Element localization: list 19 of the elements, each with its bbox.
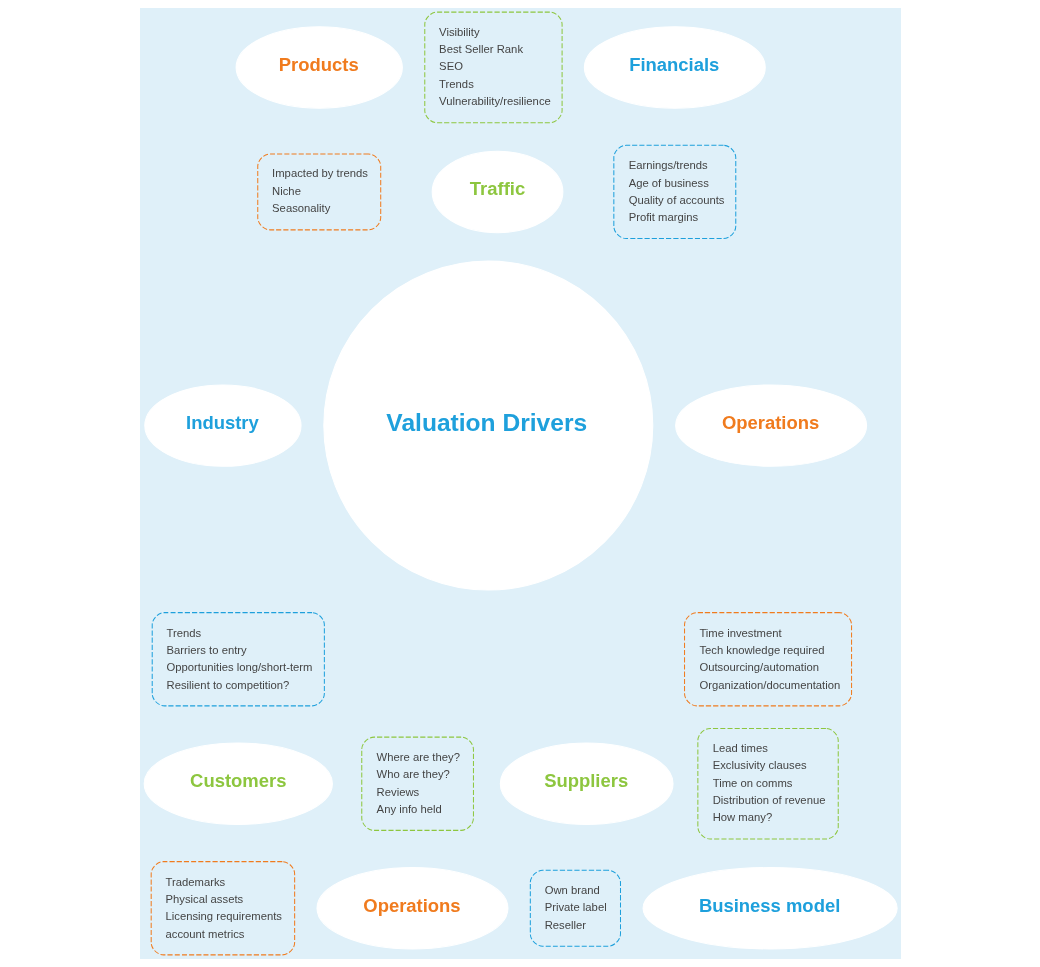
node-box: Time investment Tech knowledge required Outsourcing/automation Organization/documentation	[683, 612, 852, 707]
node-box: Visibility Best Seller Rank SEO Trends Vulnerability/resilience	[423, 11, 563, 124]
node-box: Trends Barriers to entry Opportunities long/short-term Resilient to competition?	[151, 612, 325, 707]
node-ellipse: Products	[235, 26, 403, 109]
node-ellipse: Operations	[674, 384, 867, 467]
node-circle: Valuation Drivers	[322, 260, 653, 591]
node-box: Earnings/trends Age of business Quality of accounts Profit margins	[612, 144, 736, 240]
node-box: Lead times Exclusivity clauses Time on comms Distribution of revenue How many?	[696, 727, 839, 840]
node-ellipse: Suppliers	[499, 742, 674, 825]
node-ellipse: Industry	[143, 384, 302, 467]
node-ellipse: Operations	[316, 867, 508, 950]
node-box: Impacted by trends Niche Seasonality	[256, 153, 381, 231]
node-ellipse: Business model	[642, 867, 898, 950]
node-ellipse: Customers	[143, 742, 333, 825]
node-box: Own brand Private label Reseller	[529, 869, 621, 947]
node-ellipse: Financials	[583, 26, 766, 109]
node-box: Trademarks Physical assets Licensing requirements account metrics	[150, 861, 295, 956]
node-box: Where are they? Who are they? Reviews Any info held	[360, 736, 474, 831]
node-ellipse: Traffic	[431, 150, 563, 234]
